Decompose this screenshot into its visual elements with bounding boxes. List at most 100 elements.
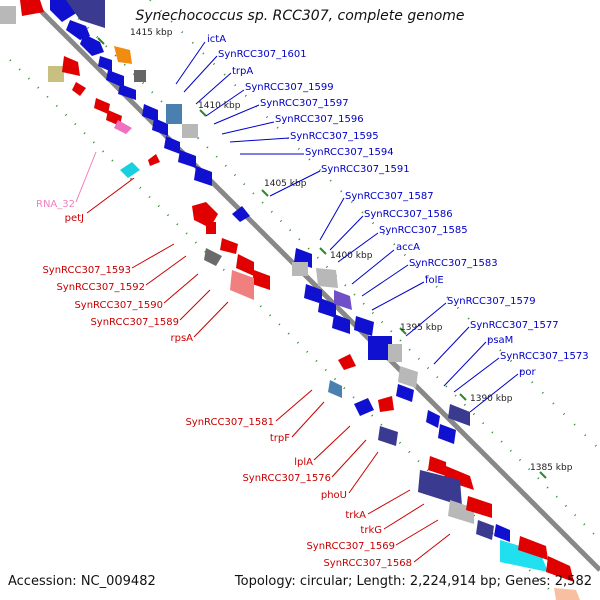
gene-box [388, 344, 402, 362]
gene-arrow [304, 284, 322, 304]
gene-label: SynRCC307_1597 [260, 98, 349, 109]
gene-label: SynRCC307_1586 [364, 209, 453, 220]
gene-arrow [500, 540, 548, 572]
gene-label: SynRCC307_1585 [379, 225, 468, 236]
gene-label: SynRCC307_1573 [500, 351, 589, 362]
gene-arrow [448, 404, 470, 426]
gene-label: psaM [487, 335, 513, 346]
tick-label: 1395 kbp [400, 323, 443, 333]
gene-label: phoU [321, 490, 347, 501]
gene-arrow [118, 84, 136, 100]
gene-arrow [72, 82, 86, 96]
gene-arrow [418, 470, 462, 506]
tick-label: 1415 kbp [130, 28, 173, 38]
gene-label: SynRCC307_1599 [245, 82, 334, 93]
gene-arrow [334, 290, 352, 310]
gene-label: trkA [345, 510, 366, 521]
gene-arrow [230, 270, 254, 300]
gene-label: SynRCC307_1577 [470, 320, 559, 331]
gene-label: SynRCC307_1576 [242, 473, 331, 484]
gene-arrow [328, 380, 342, 398]
tick-marks [97, 37, 547, 479]
gene-label: folE [425, 275, 444, 286]
gene-label: SynRCC307_1589 [90, 317, 179, 328]
tick-label: 1405 kbp [264, 179, 307, 189]
gene-box [48, 66, 64, 82]
gene-arrow [66, 0, 105, 28]
tick-label: 1390 kbp [470, 394, 513, 404]
gene-label: SynRCC307_1590 [74, 300, 163, 311]
gene-arrow [232, 206, 250, 222]
gene-arrow [428, 456, 446, 476]
label-connectors [75, 41, 519, 563]
gene-box [182, 124, 198, 138]
gene-label: SynRCC307_1593 [42, 265, 131, 276]
gene-arrow [444, 466, 474, 490]
map-title: Synechococcus sp. RCC307, complete genom… [135, 8, 465, 24]
gene-arrow [236, 254, 254, 276]
gene-arrow [98, 56, 112, 72]
gene-arrow [466, 496, 492, 518]
gene-arrow [220, 238, 238, 254]
gene-arrow [546, 556, 574, 582]
tick-label: 1400 kbp [330, 251, 373, 261]
gene-label: petJ [65, 213, 84, 224]
gene-arrow [114, 120, 132, 134]
gene-label: trkG [360, 525, 382, 536]
gene-label: SynRCC307_1587 [345, 191, 434, 202]
gene-arrow [378, 396, 394, 412]
gene-arrow [20, 0, 44, 16]
gene-arrow [62, 56, 80, 76]
topology-text: Topology: circular; Length: 2,224,914 bp… [234, 574, 592, 589]
gene-arrow [178, 150, 196, 168]
gene-arrow [332, 314, 350, 334]
gene-label: SynRCC307_1581 [185, 417, 274, 428]
gene-box [134, 70, 146, 82]
gene-arrow [518, 536, 548, 560]
gene-label: lplA [294, 457, 313, 468]
gene-arrow [338, 354, 356, 370]
gene-arrow [148, 154, 160, 166]
gene-features[interactable] [0, 0, 580, 600]
gene-arrow [438, 424, 456, 444]
gene-box [0, 6, 16, 24]
gene-label: SynRCC307_1594 [305, 147, 394, 158]
gene-arrow [378, 426, 398, 446]
gene-label: rpsA [170, 333, 193, 344]
accession-text: Accession: NC_009482 [8, 574, 156, 589]
gene-arrow [120, 162, 140, 178]
gene-arrow [194, 166, 212, 186]
gene-label: SynRCC307_1601 [218, 49, 307, 60]
gene-arrow [398, 366, 418, 388]
gene-labels-plus-strand: ictA SynRCC307_1601 trpA SynRCC307_1599 … [207, 34, 589, 378]
gene-arrow [494, 524, 510, 542]
gene-label: SynRCC307_1568 [323, 558, 412, 569]
gene-label: SynRCC307_1579 [447, 296, 536, 307]
gene-arrow [354, 316, 374, 336]
gene-labels-minus-strand: petJ SynRCC307_1593 SynRCC307_1592 SynRC… [42, 213, 412, 569]
gene-arrow [204, 248, 222, 266]
gene-arrow [318, 298, 336, 318]
gene-arrow [316, 268, 338, 288]
gene-arrow [426, 410, 440, 428]
gene-label: SynRCC307_1591 [321, 164, 410, 175]
gene-label: ictA [207, 34, 226, 45]
gene-arrow [554, 588, 580, 600]
gene-label: accA [396, 242, 420, 253]
gene-label: SynRCC307_1583 [409, 258, 498, 269]
gene-arrow [114, 46, 132, 64]
tick-label: 1410 kbp [198, 101, 241, 111]
tick-label: 1385 kbp [530, 463, 573, 473]
gene-arrow [396, 384, 414, 402]
gene-label: SynRCC307_1592 [56, 282, 145, 293]
gene-arrow [354, 398, 374, 416]
gene-label: trpA [232, 66, 253, 77]
gene-arrow [192, 202, 218, 228]
gene-arrow [152, 118, 168, 136]
gene-arrow [80, 34, 104, 56]
gene-arrow [94, 98, 110, 114]
gene-box [292, 262, 308, 276]
gene-box [166, 104, 182, 124]
gene-box [206, 222, 216, 234]
